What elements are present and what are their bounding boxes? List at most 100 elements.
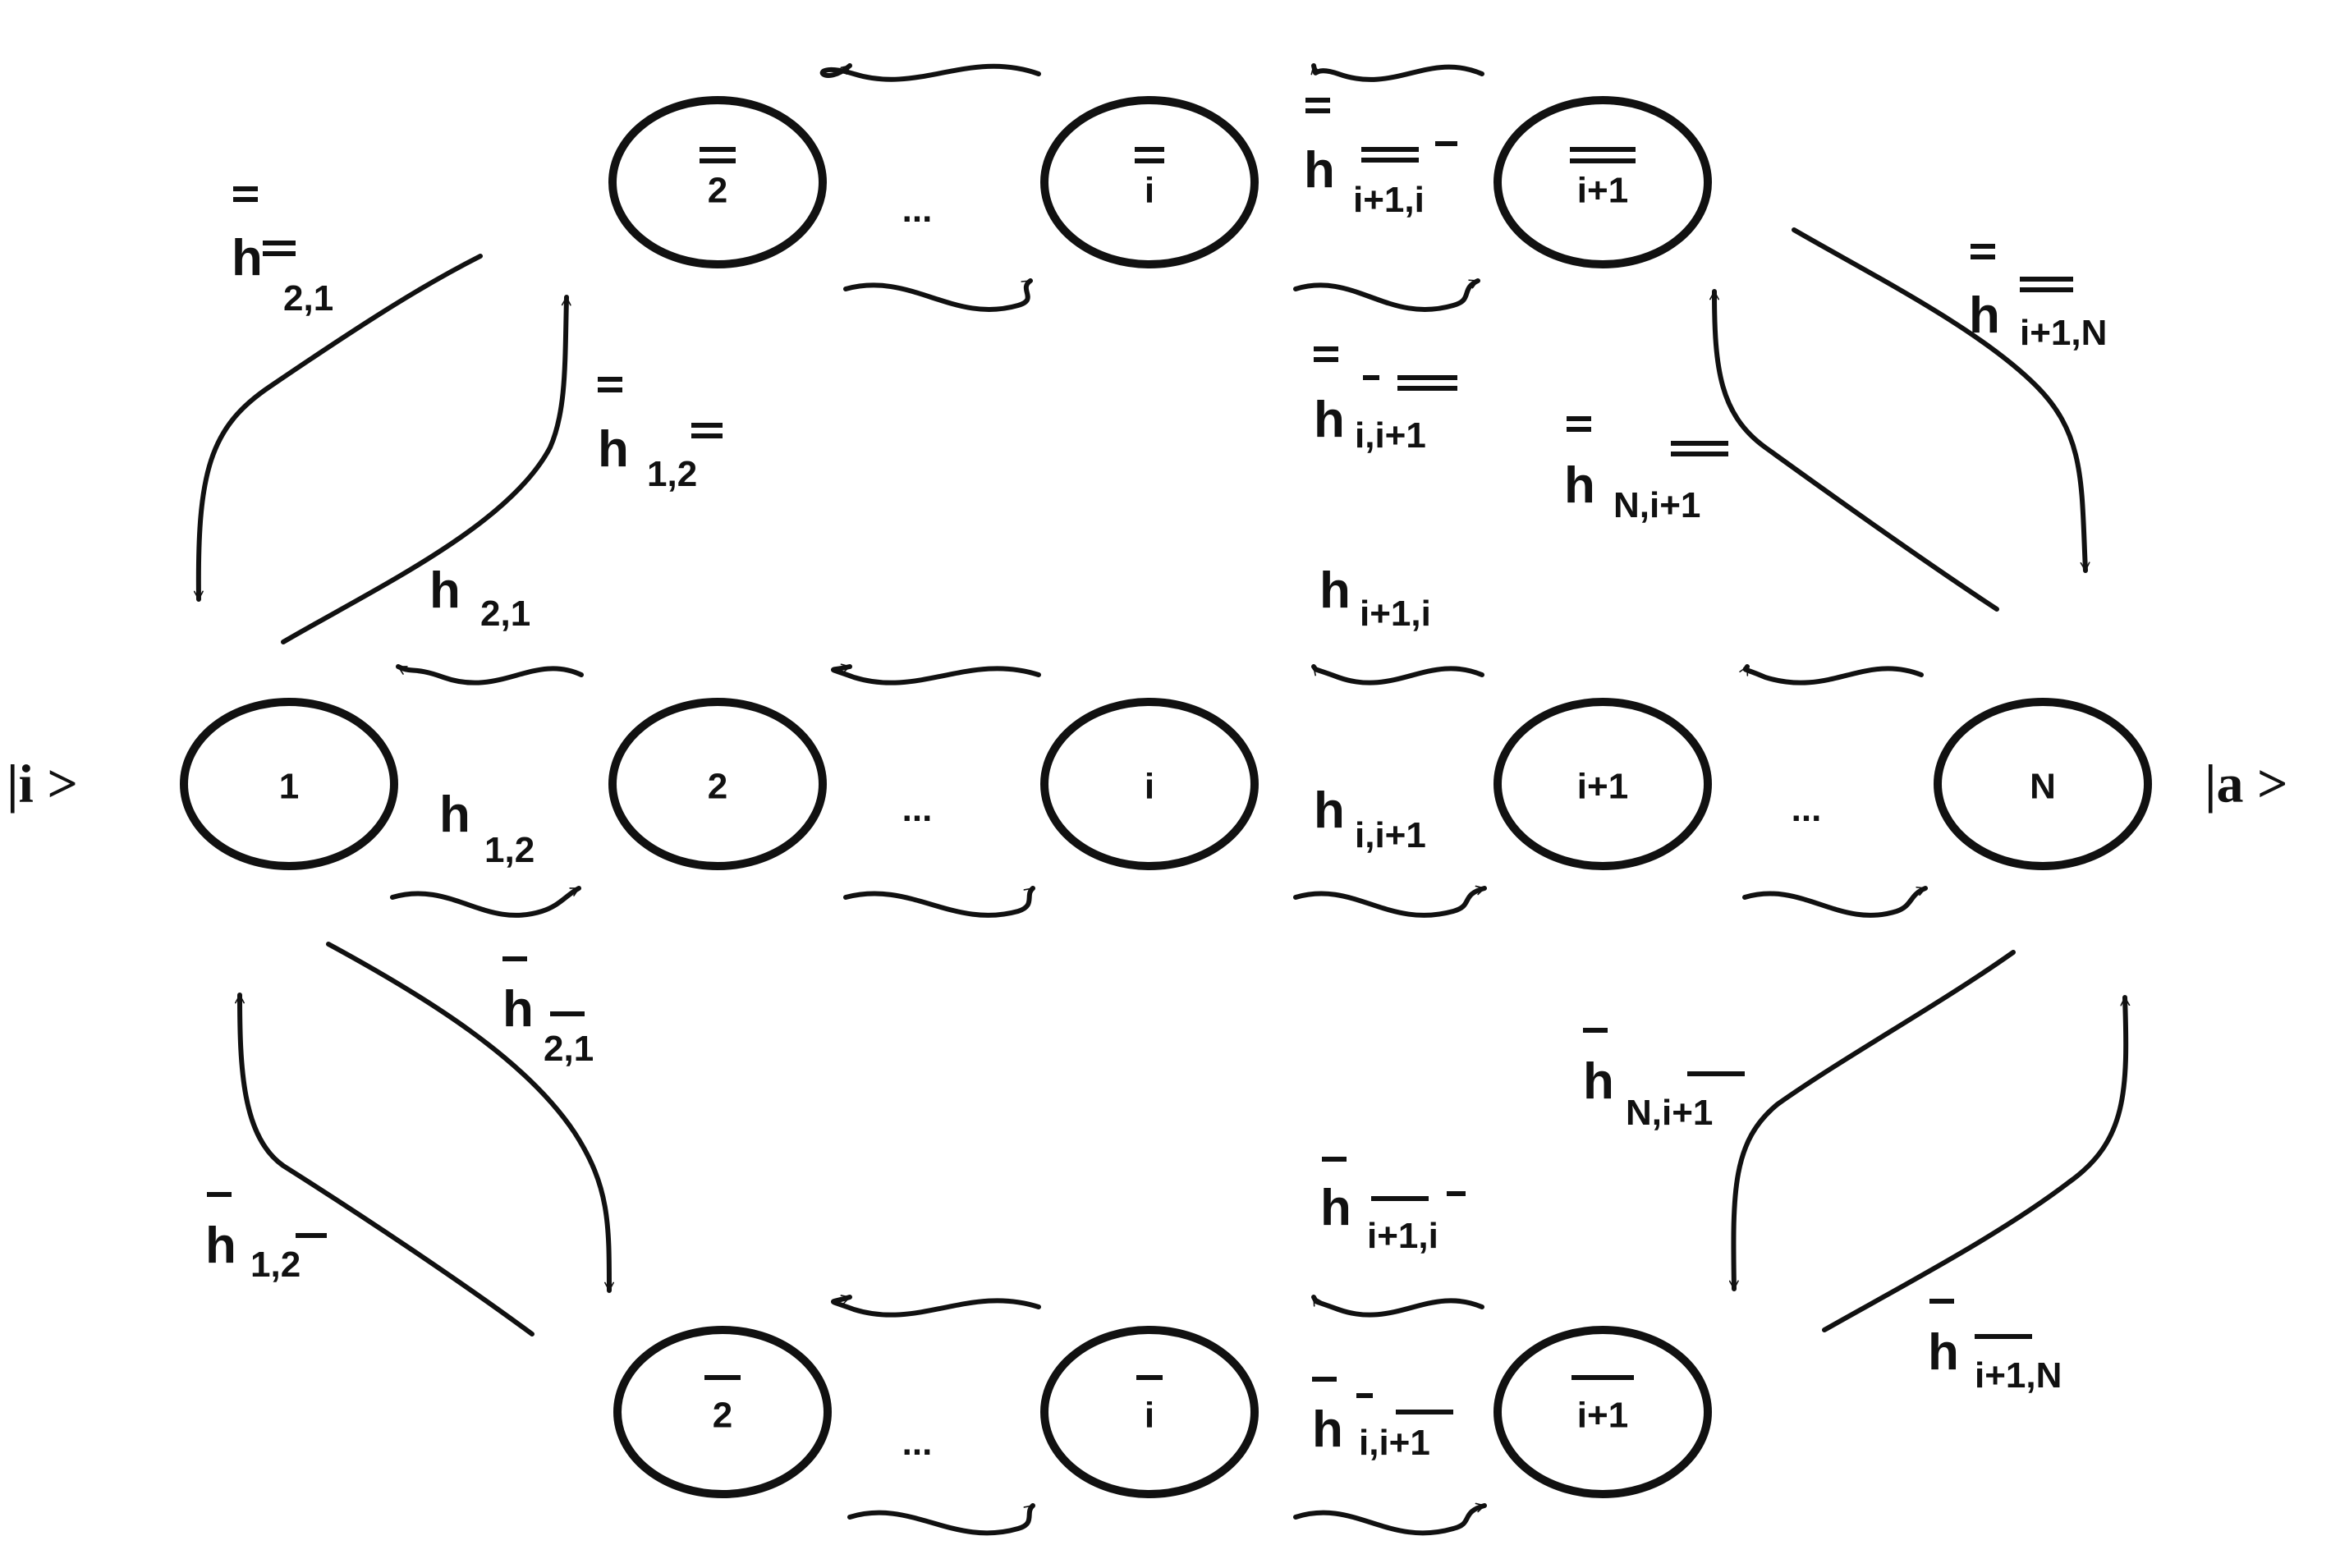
- svg-text:2,1: 2,1: [283, 278, 333, 319]
- arrow-N-to-bottom-i1: [1728, 950, 2016, 1291]
- arrow-bot-i-to-2: [831, 1295, 1041, 1318]
- node-bottom-2-label: 2: [713, 1396, 732, 1436]
- arrow-top-i-to-2: [819, 63, 1041, 82]
- arrow-top-i-to-i1: [1293, 278, 1480, 312]
- node-bottom-i: i: [1040, 1326, 1259, 1498]
- node-bottom-2: 2: [613, 1326, 832, 1498]
- arrow-mid-i1-to-N: [1742, 886, 1928, 918]
- label-h-bot-2-1: h 2,1: [502, 956, 594, 1069]
- svg-text:h: h: [1320, 1180, 1351, 1236]
- node-bottom-i-label: i: [1145, 1396, 1154, 1436]
- arrow-1-to-top-2: [281, 295, 571, 644]
- svg-text:h: h: [1928, 1324, 1959, 1381]
- svg-text:h: h: [598, 421, 629, 478]
- label-h-bot-i-i1: h i,i+1: [1312, 1377, 1453, 1463]
- node-middle-i-plus-1: i+1: [1493, 698, 1712, 870]
- ellipsis-top: ...: [902, 190, 933, 230]
- node-top-i-plus-1-label: i+1: [1577, 171, 1628, 211]
- arrow-bottom-i1-to-N: [1822, 995, 2131, 1332]
- svg-text:i,i+1: i,i+1: [1355, 415, 1426, 456]
- arrow-mid-N-to-i1: [1739, 664, 1924, 685]
- svg-text:h: h: [502, 981, 534, 1038]
- label-h-top-i1-N: h i+1,N: [1969, 244, 2107, 353]
- node-middle-i-label: i: [1145, 767, 1154, 807]
- svg-text:h: h: [439, 786, 470, 843]
- node-middle-1-label: 1: [279, 767, 299, 807]
- label-h-mid-i-i1: h i,i+1: [1314, 782, 1426, 855]
- svg-text:i+1,i: i+1,i: [1360, 594, 1431, 634]
- arrow-mid-i-to-i1: [1293, 885, 1487, 918]
- ellipsis-middle-2: ...: [1792, 789, 1822, 829]
- node-bottom-i-plus-1: i+1: [1493, 1326, 1712, 1498]
- arrow-mid-2-to-i: [843, 886, 1035, 918]
- svg-text:h: h: [1314, 392, 1345, 448]
- arrow-bot-i1-to-i: [1311, 1295, 1484, 1318]
- svg-text:1,2: 1,2: [250, 1245, 301, 1285]
- svg-text:i,i+1: i,i+1: [1359, 1423, 1430, 1463]
- svg-text:h: h: [1314, 782, 1345, 839]
- node-top-i: i: [1040, 96, 1259, 268]
- label-h-mid-1-2: h 1,2: [439, 786, 535, 870]
- ellipsis-bottom: ...: [902, 1423, 933, 1463]
- ellipsis-middle-1: ...: [902, 789, 933, 829]
- svg-text:h: h: [1564, 457, 1595, 514]
- svg-text:h: h: [1969, 287, 2000, 344]
- label-h-top-i-i1: h i,i+1: [1314, 346, 1457, 456]
- svg-text:h: h: [1583, 1053, 1614, 1110]
- svg-text:i+1,i: i+1,i: [1367, 1216, 1438, 1256]
- svg-text:i+1,N: i+1,N: [1975, 1355, 2062, 1396]
- arrow-mid-i1-to-i: [1311, 664, 1484, 685]
- svg-text:2,1: 2,1: [544, 1029, 594, 1069]
- svg-text:h: h: [429, 562, 461, 619]
- svg-text:h: h: [1304, 142, 1335, 199]
- label-h-mid-2-1: h 2,1: [429, 562, 530, 634]
- svg-text:1,2: 1,2: [647, 454, 697, 494]
- node-middle-i: i: [1040, 698, 1259, 870]
- arrow-mid-i-to-2: [831, 663, 1041, 685]
- node-middle-2: 2: [608, 698, 827, 870]
- arrow-top-i1-to-N: [1792, 227, 2090, 573]
- label-h-top-2-1: h 2,1: [232, 186, 333, 319]
- arrow-1-to-bottom-2: [326, 942, 614, 1293]
- arrow-bottom-2-to-1: [235, 993, 535, 1336]
- node-top-2: 2: [608, 96, 827, 268]
- svg-text:i,i+1: i,i+1: [1355, 815, 1426, 855]
- node-bottom-i-plus-1-label: i+1: [1577, 1396, 1628, 1436]
- arrow-N-to-top-i1: [1709, 289, 1999, 612]
- ket-absorbing-label: |a >: [2205, 754, 2288, 814]
- node-top-i-plus-1: i+1: [1493, 96, 1712, 268]
- arrow-bot-2-to-i: [847, 1503, 1035, 1536]
- node-middle-i-plus-1-label: i+1: [1577, 767, 1628, 807]
- label-h-top-1-2: h 1,2: [598, 377, 723, 494]
- ket-initial-label: |i >: [7, 754, 78, 814]
- label-h-bot-i1-i: h i+1,i: [1320, 1157, 1466, 1256]
- label-h-top-i1-i: h i+1,i: [1304, 98, 1457, 220]
- label-h-bot-N-i1: h N,i+1: [1583, 1028, 1745, 1133]
- svg-text:N,i+1: N,i+1: [1613, 485, 1700, 525]
- svg-text:1,2: 1,2: [484, 830, 535, 870]
- arrow-top-2-to-1: [193, 254, 483, 602]
- svg-text:h: h: [205, 1217, 236, 1274]
- arrow-mid-2-to-1: [396, 664, 584, 685]
- label-h-bot-1-2: h 1,2: [205, 1192, 327, 1285]
- label-h-bot-i1-N: h i+1,N: [1928, 1299, 2062, 1396]
- svg-text:2,1: 2,1: [480, 594, 530, 634]
- svg-text:h: h: [1319, 562, 1351, 619]
- node-top-2-label: 2: [708, 171, 727, 211]
- label-h-mid-i1-i: h i+1,i: [1319, 562, 1431, 634]
- arrow-top-i1-to-i: [1310, 63, 1484, 82]
- svg-text:h: h: [232, 230, 263, 287]
- node-middle-N-label: N: [2030, 767, 2056, 807]
- svg-text:N,i+1: N,i+1: [1626, 1093, 1713, 1133]
- node-middle-2-label: 2: [708, 767, 727, 807]
- svg-text:i+1,N: i+1,N: [2020, 313, 2107, 353]
- arrow-top-2-to-i: [843, 278, 1033, 312]
- arrow-bot-i-to-i1: [1293, 1502, 1487, 1536]
- arrow-mid-1-to-2: [390, 886, 581, 918]
- label-h-top-N-i1: h N,i+1: [1564, 416, 1728, 525]
- svg-text:i+1,i: i+1,i: [1353, 180, 1425, 220]
- node-top-i-label: i: [1145, 171, 1154, 211]
- svg-text:h: h: [1312, 1401, 1343, 1458]
- node-middle-N: N: [1934, 698, 2152, 870]
